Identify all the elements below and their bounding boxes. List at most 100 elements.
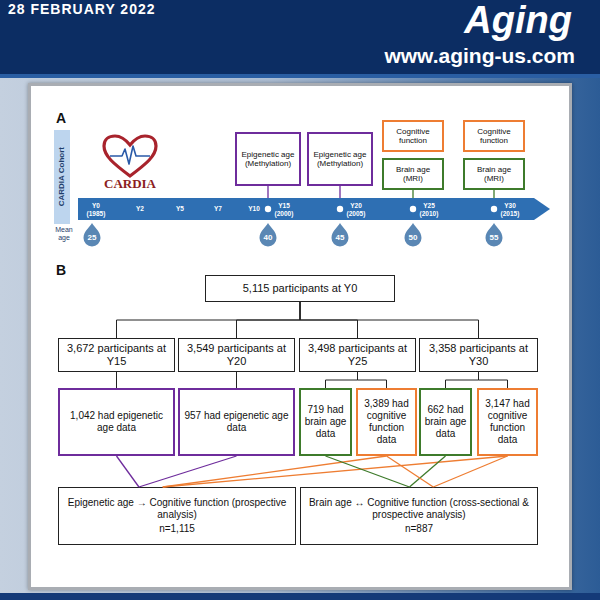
- header-stripe: [0, 74, 600, 78]
- connector-line: [409, 456, 445, 487]
- node-label: 3,672 participants at Y15: [63, 342, 170, 368]
- node-label: 957 had epigenetic age data: [181, 410, 292, 434]
- node-label: Cognitive function: [385, 127, 441, 146]
- connector-line: [300, 302, 479, 338]
- connector-line: [300, 302, 358, 338]
- node-label: Epigenetic age (Methylation): [310, 150, 370, 169]
- year-label: Y25 (2010): [416, 202, 442, 217]
- connector-line: [163, 456, 387, 487]
- node-label: 1,042 had epigenetic age data: [61, 410, 172, 434]
- age-value: 25: [83, 231, 101, 245]
- connector-line: [446, 372, 479, 388]
- year-label: Y5: [167, 205, 193, 213]
- node-label: 662 had brain age data: [422, 404, 469, 439]
- process-box: 5,115 participants at Y0: [205, 275, 395, 302]
- connector-line: [163, 456, 508, 487]
- node-label: Epigenetic age → Cognitive function (pro…: [65, 497, 289, 521]
- process-box: 3,498 participants at Y25: [299, 338, 416, 372]
- journal-url: www.aging-us.com: [300, 44, 575, 68]
- connector-line: [358, 372, 387, 388]
- connector-line: [387, 456, 434, 487]
- data-box: 1,042 had epigenetic age data: [58, 388, 175, 456]
- year-label: Y0 (1985): [83, 202, 109, 217]
- connector-line: [493, 190, 494, 198]
- timepoint-dot: [337, 206, 343, 212]
- node-label: Cognitive function: [466, 127, 522, 146]
- arrow-fill: [78, 198, 550, 220]
- data-box: 957 had epigenetic age data: [178, 388, 295, 456]
- year-label: Y30 (2015): [497, 202, 523, 217]
- data-box: 3,389 had cognitive function data: [356, 388, 417, 456]
- node-label: Brain age (MRI): [385, 165, 441, 184]
- analysis-box: Epigenetic age → Cognitive function (pro…: [58, 487, 296, 545]
- year-label: Y15 (2000): [271, 202, 297, 217]
- process-box: 3,358 participants at Y30: [419, 338, 538, 372]
- age-value: 55: [485, 231, 503, 245]
- heart-outline: [104, 136, 156, 176]
- node-label: n=887: [405, 523, 433, 535]
- node-label: 3,498 participants at Y25: [304, 342, 411, 368]
- connector-line: [267, 186, 268, 198]
- timepoint-box: Brain age (MRI): [382, 158, 444, 190]
- mean-age-marker: 45: [331, 223, 349, 247]
- connector-line: [117, 456, 139, 487]
- panel-letter: A: [56, 110, 76, 126]
- year-label: Y2: [127, 205, 153, 213]
- connector-line: [116, 372, 117, 388]
- node-label: Brain age (MRI): [466, 165, 522, 184]
- node-label: 3,147 had cognitive function data: [480, 398, 535, 445]
- node-label: n=1,115: [159, 523, 195, 535]
- data-box: 3,147 had cognitive function data: [477, 388, 538, 456]
- node-label: CARDIA Cohort: [57, 147, 66, 206]
- age-value: 50: [404, 231, 422, 245]
- mean-age-marker: 25: [83, 223, 101, 247]
- data-box: 719 had brain age data: [299, 388, 352, 456]
- droplet-fill: [84, 223, 101, 247]
- timepoint-box: Cognitive function: [463, 120, 525, 152]
- connector-line: [236, 372, 237, 388]
- node-label: 719 had brain age data: [302, 404, 349, 439]
- timepoint-box: Epigenetic age (Methylation): [235, 132, 301, 186]
- journal-logo: Aging: [400, 0, 572, 40]
- process-box: 3,549 participants at Y20: [178, 338, 295, 372]
- panel-letter: B: [56, 262, 76, 278]
- connector-line: [412, 190, 413, 198]
- axis-caption: Mean age: [50, 226, 78, 242]
- connector-line: [339, 186, 340, 198]
- node-label: Brain age ↔ Cognitive function (cross-se…: [307, 497, 531, 521]
- timepoint-box: Cognitive function: [382, 120, 444, 152]
- timepoint-dot: [265, 206, 271, 212]
- year-label: Y10: [241, 205, 267, 213]
- timepoint-box: Epigenetic age (Methylation): [307, 132, 373, 186]
- node-label: 5,115 participants at Y0: [243, 282, 358, 295]
- cardia-heart-logo: [100, 134, 160, 178]
- droplet-fill: [260, 223, 277, 247]
- connector-line: [326, 456, 410, 487]
- node-label: Epigenetic age (Methylation): [238, 150, 298, 169]
- arrow-shape: [78, 198, 550, 220]
- mean-age-marker: 40: [259, 223, 277, 247]
- process-box: 3,672 participants at Y15: [58, 338, 175, 372]
- issue-date: 28 FEBRUARY 2022: [8, 1, 228, 17]
- timepoint-dot: [410, 206, 416, 212]
- connector-line: [237, 302, 301, 338]
- node-label: 3,389 had cognitive function data: [359, 398, 414, 445]
- timepoint-box: Brain age (MRI): [463, 158, 525, 190]
- connector-line: [479, 372, 508, 388]
- footer-band: [0, 593, 600, 600]
- node-label: 3,549 participants at Y20: [183, 342, 290, 368]
- mean-age-marker: 50: [404, 223, 422, 247]
- mean-age-marker: 55: [485, 223, 503, 247]
- analysis-box: Brain age ↔ Cognitive function (cross-se…: [300, 487, 538, 545]
- droplet-fill: [486, 223, 503, 247]
- node-label: 3,358 participants at Y30: [424, 342, 533, 368]
- age-value: 45: [331, 231, 349, 245]
- droplet-fill: [405, 223, 422, 247]
- timeline-arrow: Y0 (1985) Y2 Y5 Y7 Y10 Y15 (2000) Y20 (2005) Y2…: [78, 198, 550, 220]
- cardia-logo-text: CARDIA: [90, 177, 170, 192]
- year-label: Y20 (2005): [343, 202, 369, 217]
- cohort-bar: CARDIA Cohort: [54, 130, 70, 224]
- year-label: Y7: [205, 205, 231, 213]
